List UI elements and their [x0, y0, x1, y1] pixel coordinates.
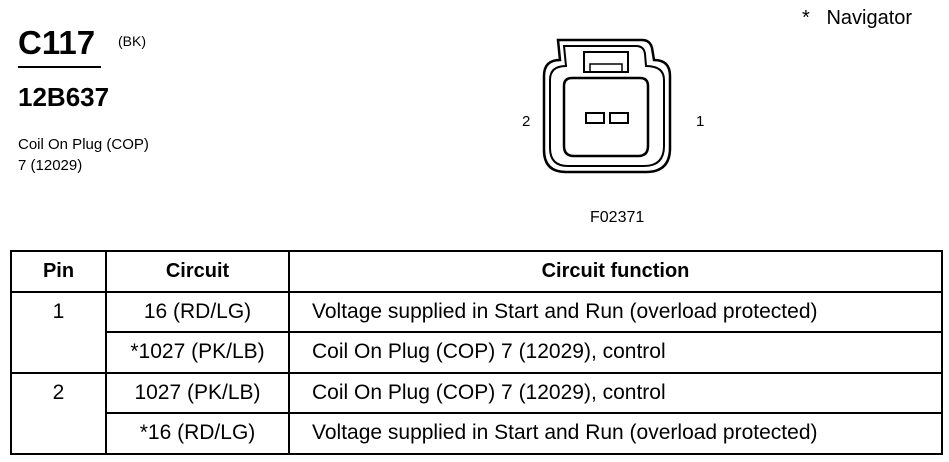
- circuit-cell: *16 (RD/LG): [105, 412, 290, 455]
- connector-inner-shell: [549, 45, 665, 167]
- connector-id-underline: [18, 66, 101, 68]
- table-header-row: Pin Circuit Circuit function: [10, 250, 943, 293]
- part-number: 12B637: [18, 82, 110, 112]
- figure-code: F02371: [590, 209, 645, 226]
- column-header-circuit: Circuit: [105, 250, 290, 293]
- terminal-cavity: [562, 76, 650, 158]
- table-row: *16 (RD/LG) Voltage supplied in Start an…: [11, 412, 943, 455]
- pinout-table: Pin Circuit Circuit function 1 16 (RD/LG…: [10, 250, 943, 455]
- footnote-navigator: * Navigator: [802, 7, 913, 29]
- terminal-pin-1: [609, 112, 629, 124]
- column-header-pin: Pin: [10, 250, 107, 293]
- connector-latch-inner: [589, 63, 623, 73]
- circuit-cell: 1027 (PK/LB): [105, 371, 290, 414]
- component-description-line1: Coil On Plug (COP): [18, 136, 149, 153]
- circuit-cell: *1027 (PK/LB): [105, 331, 290, 374]
- connector-color-code: (BK): [118, 33, 146, 49]
- table-row: *1027 (PK/LB) Coil On Plug (COP) 7 (1202…: [11, 331, 943, 374]
- connector-id: C117: [18, 24, 96, 61]
- function-cell: Coil On Plug (COP) 7 (12029), control: [288, 371, 943, 414]
- pin-number: 2: [10, 371, 107, 455]
- pin-number: 1: [10, 290, 107, 374]
- connector-outer-shell: [542, 38, 672, 174]
- table-row: 2 1027 (PK/LB) Coil On Plug (COP) 7 (120…: [10, 371, 943, 455]
- function-cell: Voltage supplied in Start and Run (overl…: [288, 290, 943, 333]
- circuit-cell: 16 (RD/LG): [105, 290, 290, 333]
- component-description-line2: 7 (12029): [18, 157, 83, 174]
- pin-label-2: 2: [522, 113, 531, 130]
- column-header-function: Circuit function: [288, 250, 943, 293]
- function-cell: Coil On Plug (COP) 7 (12029), control: [288, 331, 943, 374]
- connector-face-diagram: [542, 38, 672, 174]
- table-row: 1 16 (RD/LG) Voltage supplied in Start a…: [10, 290, 943, 374]
- pin-label-1: 1: [696, 113, 705, 130]
- terminal-pin-2: [585, 112, 605, 124]
- function-cell: Voltage supplied in Start and Run (overl…: [288, 412, 943, 455]
